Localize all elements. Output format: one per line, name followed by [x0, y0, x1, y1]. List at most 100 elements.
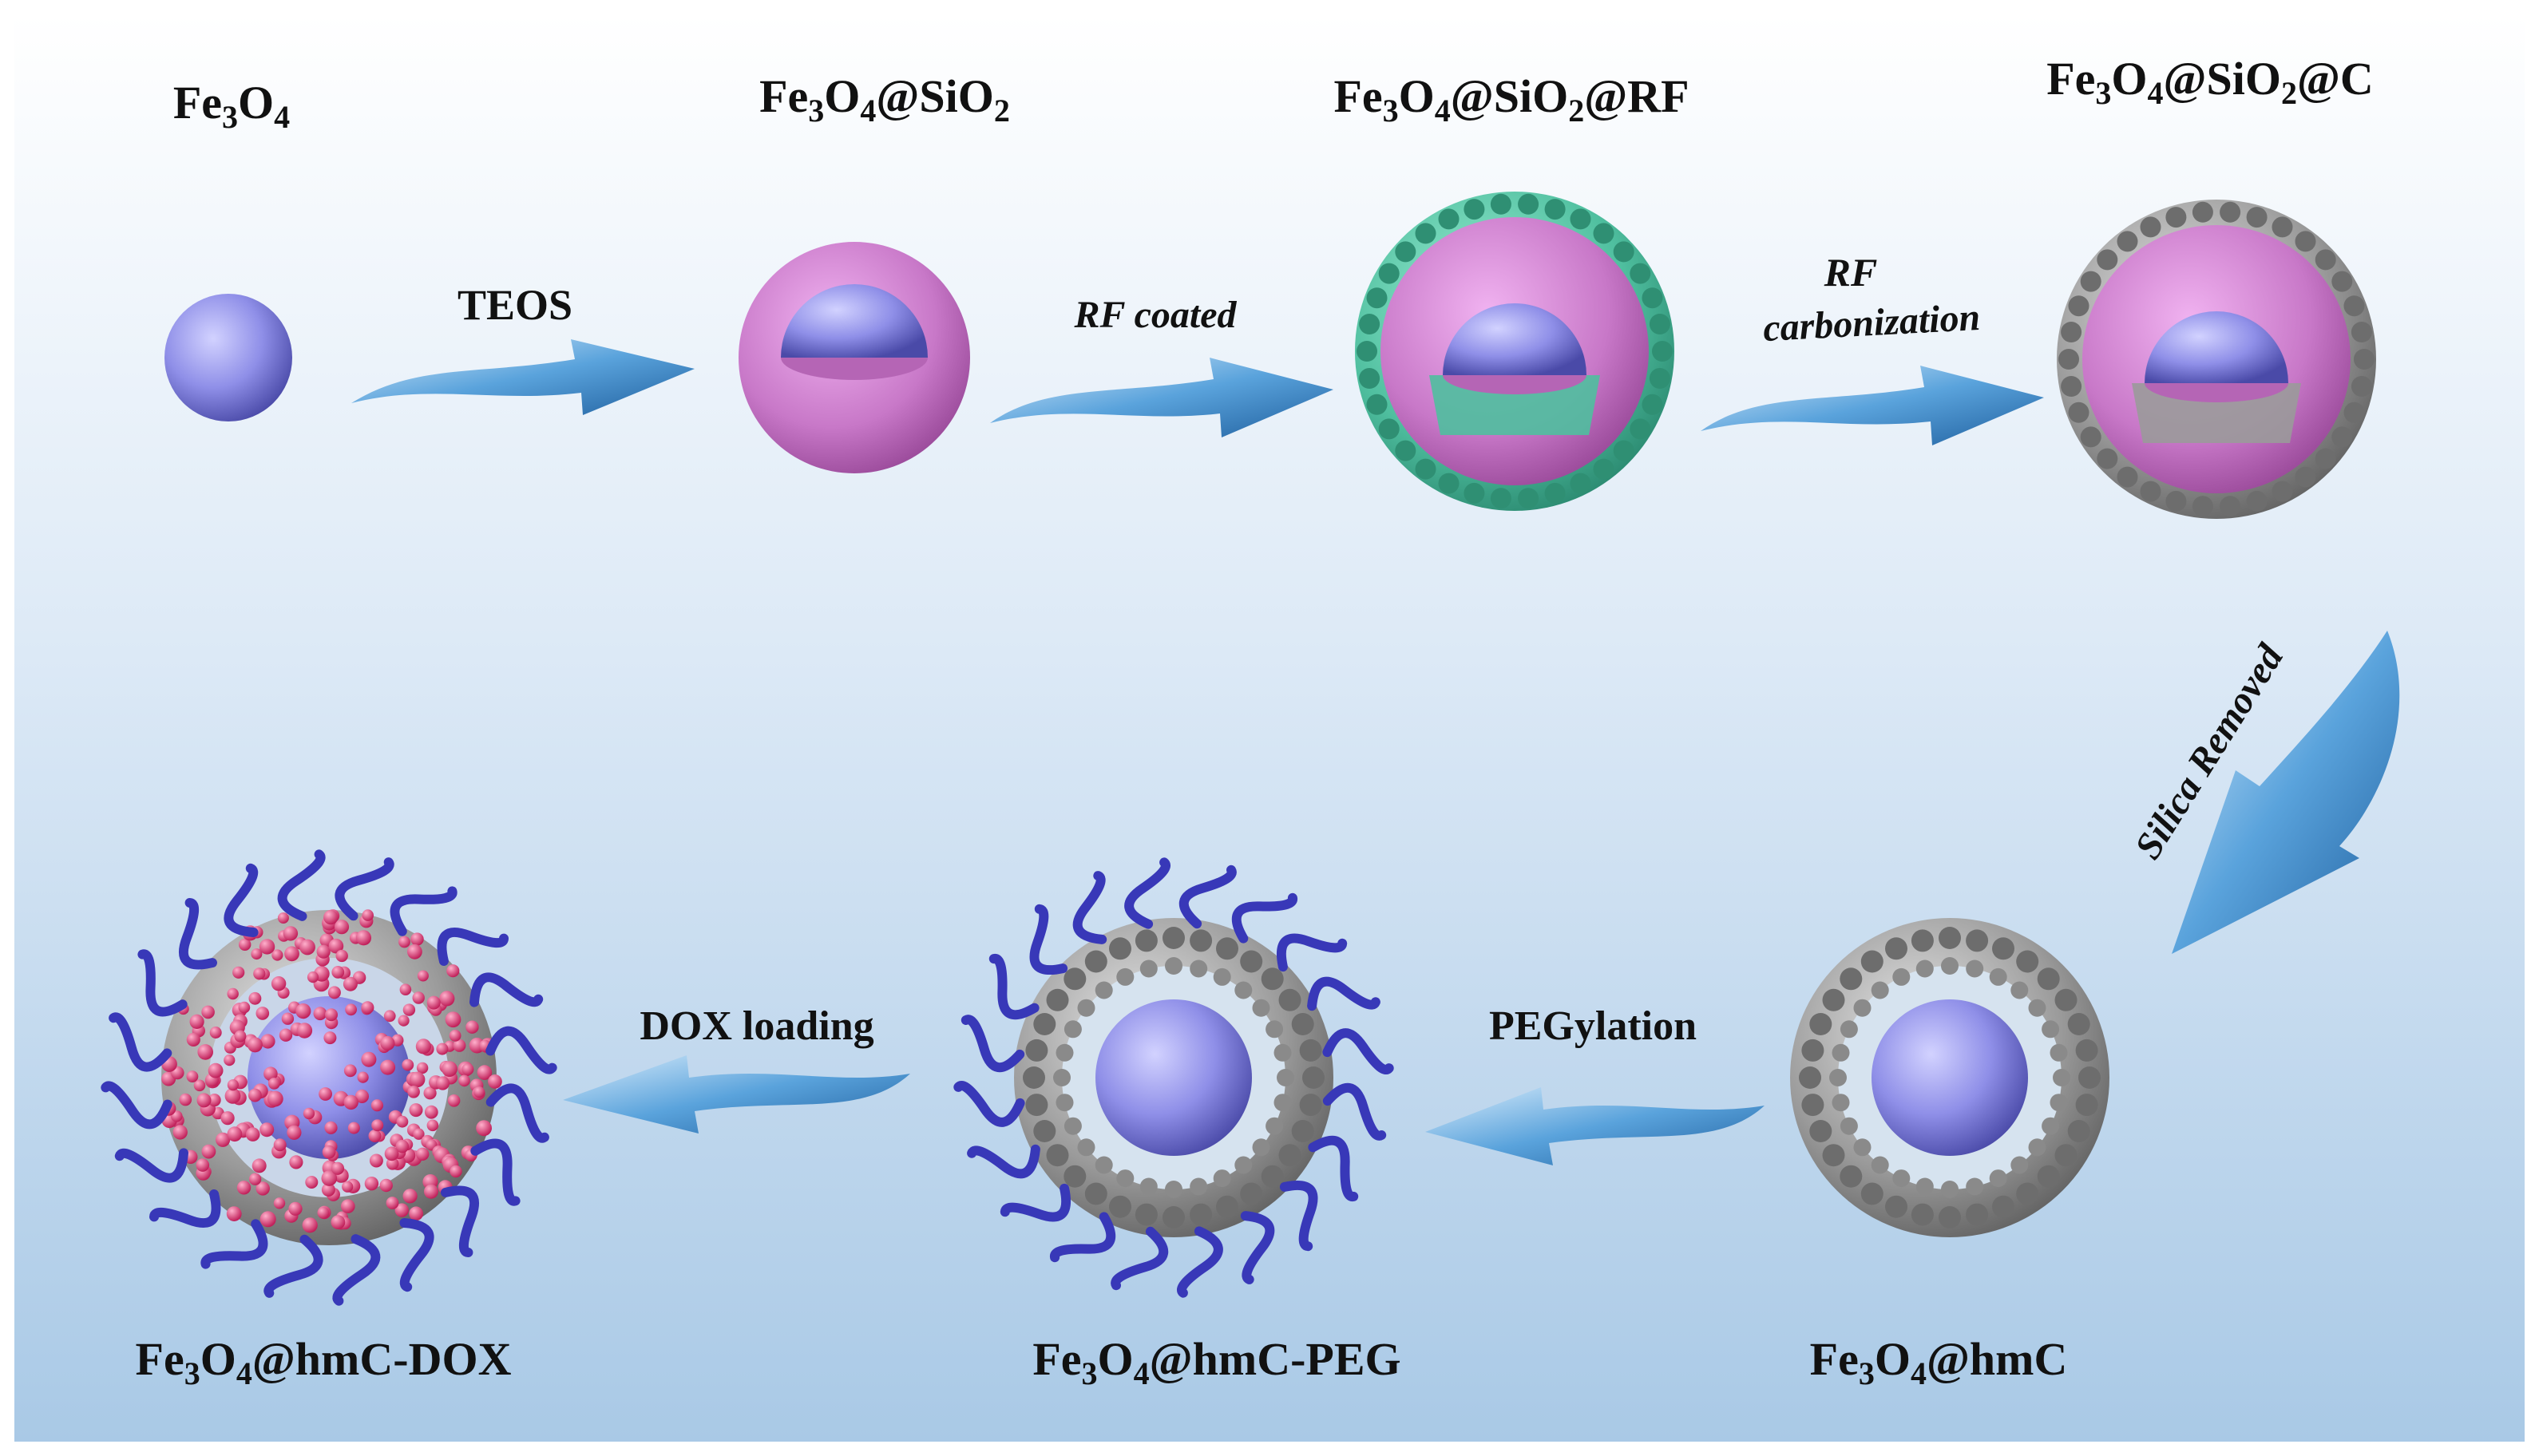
dox-molecule: [439, 991, 455, 1007]
dox-molecule: [271, 976, 287, 991]
shell-pore: [1939, 1206, 1961, 1228]
label-fe3o4-hmc: Fe3O4@hmC: [1810, 1333, 2068, 1391]
shell-pore: [1490, 488, 1511, 509]
dox-molecule: [343, 1064, 357, 1078]
shell-pore: [1799, 1066, 1821, 1089]
dox-molecule: [325, 1008, 338, 1022]
dox-molecule: [288, 1201, 303, 1216]
shell-pore: [1291, 1013, 1314, 1035]
peg-chain: [1240, 1211, 1275, 1284]
shell-pore: [1939, 927, 1961, 949]
dox-molecule: [317, 1207, 330, 1219]
inner-pore: [1832, 1094, 1850, 1112]
shell-pore: [2037, 1165, 2060, 1188]
dox-molecule: [307, 971, 319, 983]
dox-molecule: [370, 1099, 383, 1112]
inner-pore: [1139, 959, 1158, 978]
shell-pore: [2075, 1094, 2098, 1117]
dox-molecule: [186, 1032, 200, 1046]
peg-chain: [1231, 892, 1297, 944]
inner-pore: [1966, 959, 1984, 978]
dox-molecule: [413, 1128, 425, 1140]
particle-fe3o4-sio2-c: [2057, 200, 2376, 519]
dox-molecule: [409, 1071, 426, 1088]
shell-pore: [1302, 1066, 1325, 1089]
dox-molecule: [361, 1001, 374, 1015]
shell-pore: [1190, 929, 1213, 952]
inner-pore: [1966, 1177, 1984, 1196]
dox-molecule: [371, 1119, 384, 1132]
shell-pore: [1190, 1203, 1213, 1226]
dox-molecule: [208, 1062, 224, 1078]
shell-pore: [1630, 263, 1651, 284]
shell-pore: [1278, 1144, 1301, 1167]
dox-molecule: [255, 1007, 270, 1020]
dox-molecule: [396, 1115, 409, 1128]
inner-pore: [1252, 1138, 1270, 1157]
peg-chain: [137, 949, 188, 1017]
arrow-rf-coated: [990, 358, 1333, 437]
shell-pore: [1966, 1203, 1989, 1226]
dox-molecule: [364, 1177, 379, 1191]
dox-molecule: [398, 1015, 410, 1027]
dox-molecule: [477, 1065, 493, 1080]
shell-pore: [1642, 394, 1663, 415]
shell-pore: [2354, 349, 2375, 370]
dox-molecule: [189, 1014, 204, 1029]
dox-molecule: [271, 949, 283, 961]
peg-chain: [967, 1144, 1040, 1179]
inner-pore: [2042, 1020, 2060, 1039]
dox-molecule: [196, 1158, 210, 1172]
peg-chain: [263, 1234, 323, 1298]
shell-pore: [2351, 322, 2372, 342]
shell-pore: [1378, 418, 1400, 440]
shell-pore: [1885, 937, 1907, 960]
shell-pore: [1992, 1195, 2014, 1218]
particle-fe3o4-hmc: [1790, 918, 2109, 1237]
shell-pore: [1163, 1206, 1185, 1228]
dox-molecule: [341, 1199, 355, 1213]
dox-molecule: [172, 1125, 188, 1140]
peg-chain: [988, 954, 1040, 1020]
dox-molecule: [216, 1132, 231, 1147]
dox-molecule: [196, 1093, 212, 1108]
shell-pore: [1822, 988, 1845, 1011]
inner-pore: [1273, 1094, 1292, 1112]
peg-chain: [1276, 933, 1348, 972]
inner-pore: [1064, 1020, 1082, 1039]
shell-pore: [1366, 394, 1388, 415]
inner-pore: [1056, 1043, 1074, 1062]
dox-molecule: [402, 1189, 418, 1204]
label-fe3o4-sio2-c: Fe3O4@SiO2@C: [2046, 53, 2374, 111]
dox-molecule: [268, 1078, 280, 1090]
dox-molecule: [227, 987, 239, 1000]
shell-pore: [2272, 216, 2293, 238]
shell-pore: [1438, 208, 1460, 230]
dox-molecule: [248, 991, 262, 1005]
shell-pore: [2295, 231, 2316, 252]
shell-pore: [1084, 1182, 1107, 1205]
peg-chain: [961, 1015, 1025, 1073]
dox-molecule: [399, 983, 412, 995]
dox-molecule: [289, 1155, 303, 1169]
dox-molecule: [186, 1070, 199, 1082]
shell-pore: [1649, 314, 1670, 334]
dox-molecule: [323, 1031, 337, 1045]
shell-pore: [2054, 988, 2078, 1011]
arrow-dox-loading: [563, 1055, 910, 1134]
dox-molecule: [416, 1147, 430, 1161]
peg-chain: [101, 1081, 172, 1130]
dox-molecule: [357, 1071, 369, 1083]
shell-pore: [1840, 967, 1863, 991]
dox-molecule: [227, 1126, 243, 1142]
dox-molecule: [331, 1215, 346, 1229]
dox-molecule: [380, 1035, 395, 1051]
dox-molecule: [347, 1122, 360, 1134]
shell-pore: [2246, 207, 2268, 228]
particle-fe3o4: [164, 294, 292, 421]
dox-molecule: [322, 1145, 336, 1159]
shell-pore: [1366, 287, 1388, 309]
dox-molecule: [232, 966, 245, 979]
shell-pore: [2246, 490, 2268, 512]
shell-pore: [2140, 216, 2161, 238]
